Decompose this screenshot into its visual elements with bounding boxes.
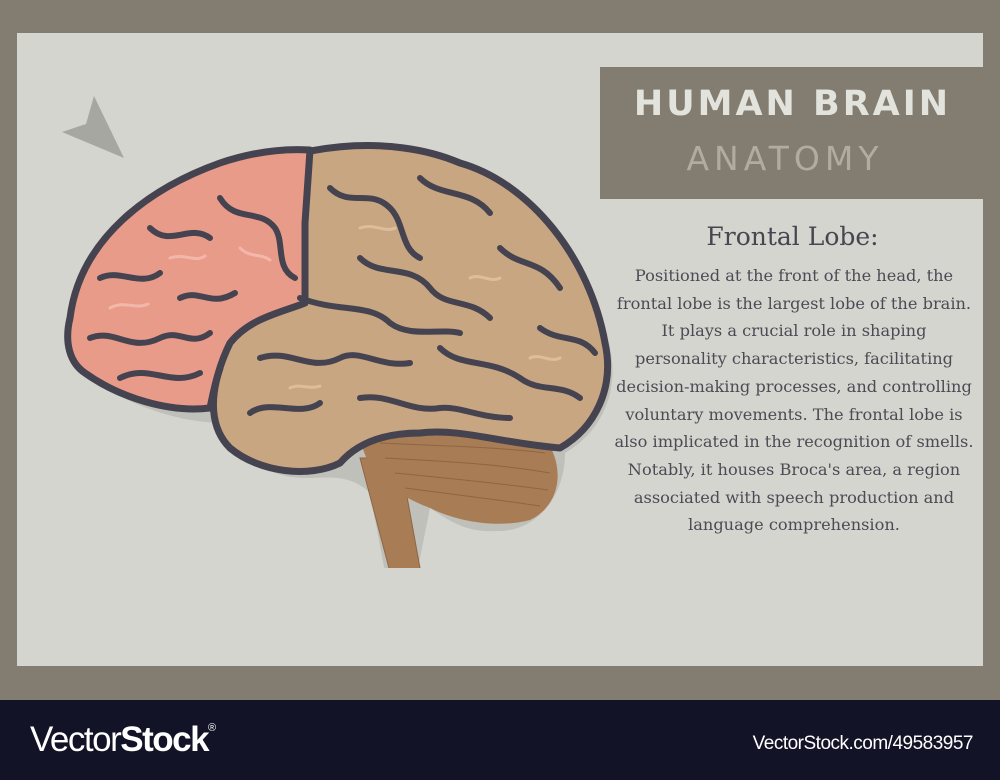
section-body: Positioned at the front of the head, the… [614, 266, 974, 535]
brain-illustration [64, 142, 613, 568]
footer-bar: VectorStock® VectorStock.com/49583957 [0, 700, 1000, 780]
pointer-arrow-icon [62, 96, 124, 158]
logo-bold-text: Stock [120, 720, 209, 759]
registered-mark: ® [208, 722, 217, 734]
title-banner: HUMAN BRAIN ANATOMY [600, 67, 1000, 199]
title-line-2: ANATOMY [686, 139, 884, 178]
title-line-1: HUMAN BRAIN [633, 84, 952, 124]
section-heading: Frontal Lobe: [706, 222, 879, 251]
image-id: VectorStock.com/49583957 [752, 733, 974, 754]
logo-light-text: Vector [30, 720, 122, 759]
vectorstock-logo: VectorStock® [30, 720, 216, 760]
